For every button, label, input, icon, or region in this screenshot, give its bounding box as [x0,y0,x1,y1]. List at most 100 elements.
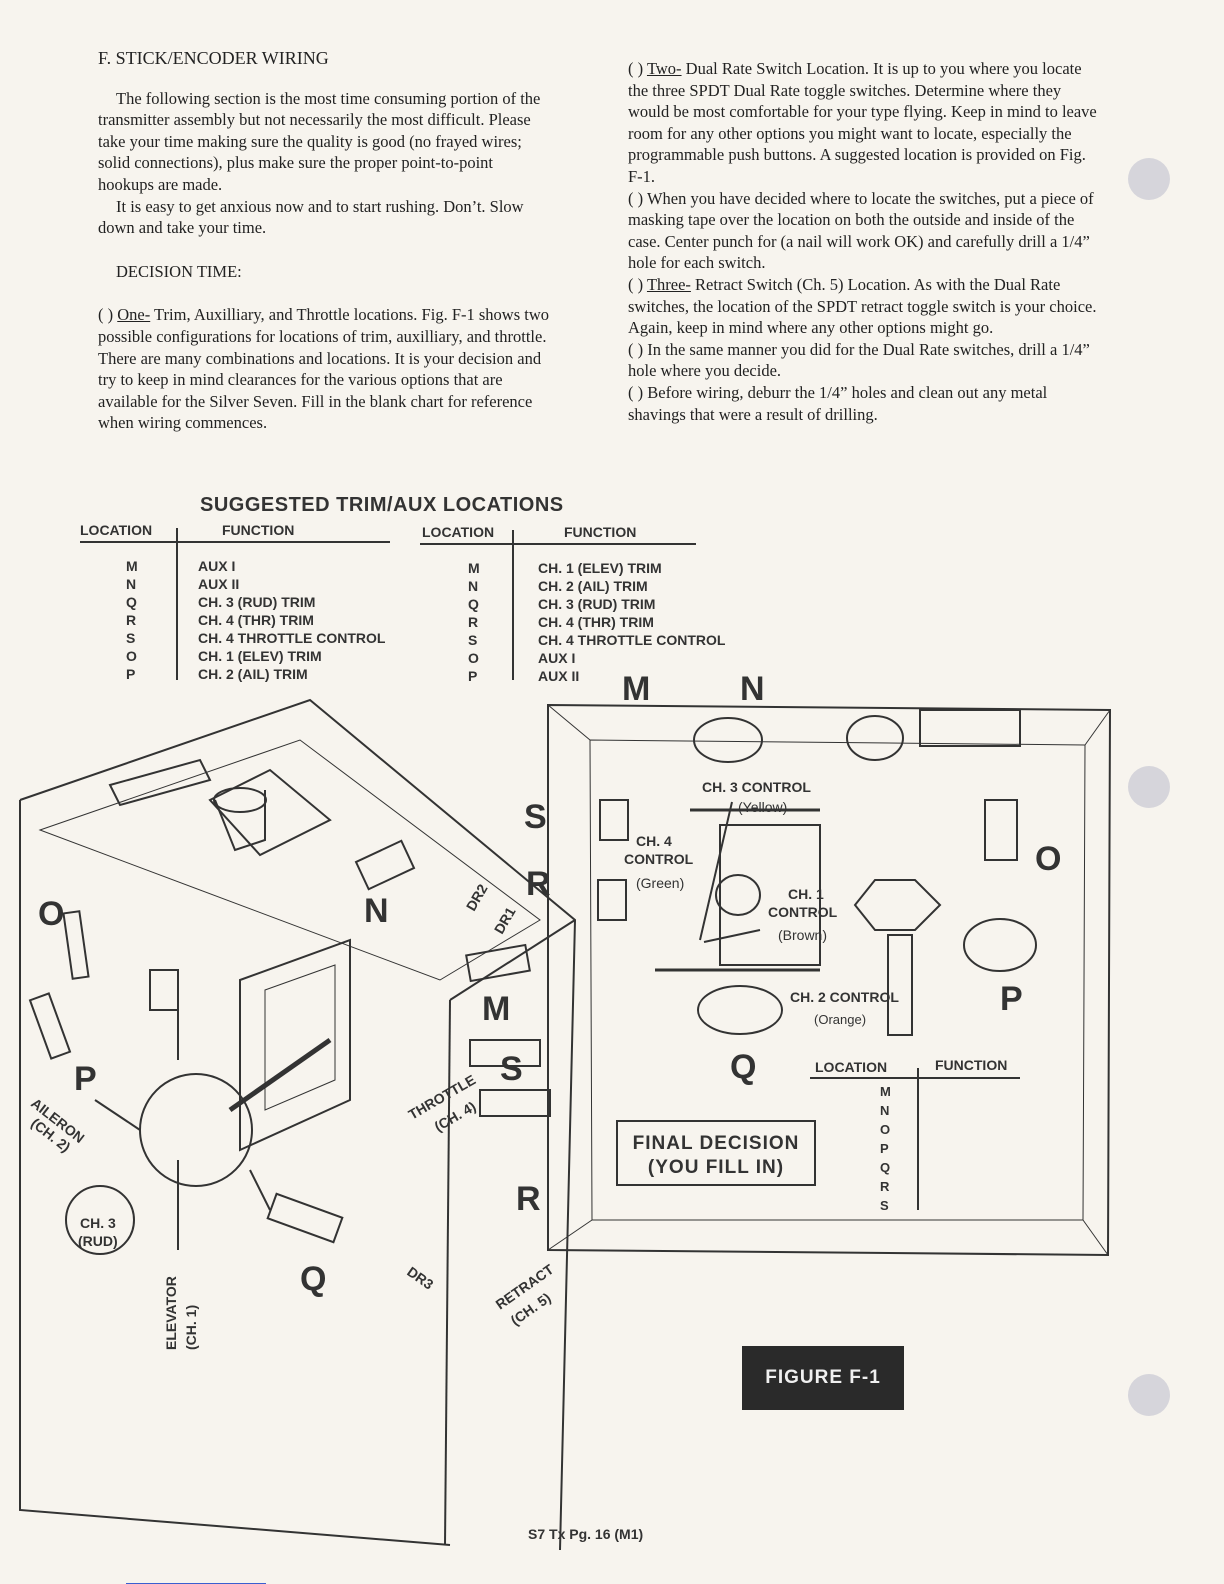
final-table-location-cell: S [880,1198,889,1213]
ch1-control-label: CONTROL [768,904,838,920]
ch3-color-label: (Yellow) [738,799,787,815]
table2-divider [512,530,514,680]
table2-function-cell: CH. 4 (THR) TRIM [538,614,654,630]
location-letter: N [364,892,389,930]
location-letter: P [74,1060,97,1098]
step-one-paragraph: ( ) One- Trim, Auxilliary, and Throttle … [98,304,550,434]
step-two-text: Dual Rate Switch Location. It is up to y… [628,59,1097,186]
rudder-arrow-icon [65,1185,135,1255]
centre-connector-icon [853,879,942,931]
table2-function-cell: CH. 3 (RUD) TRIM [538,596,656,612]
ch1-label: CH. 1 [788,886,824,902]
table1-location-cell: M [126,558,138,574]
table1-rule [80,541,390,543]
punch-hole-icon [1128,766,1170,808]
step-three-text: Retract Switch (Ch. 5) Location. As with… [628,274,1097,338]
table2-rule [420,543,696,545]
step-three-drill-paragraph: ( ) In the same manner you did for the D… [628,339,1090,381]
final-decision-line2: (YOU FILL IN) [647,1157,785,1178]
left-column: F. STICK/ENCODER WIRING The following se… [98,48,550,434]
table2-location-cell: N [468,578,479,594]
final-table-location-cell: O [880,1122,890,1137]
rudder-label: CH. 3 [80,1215,116,1231]
suggested-locations-title: SUGGESTED TRIM/AUX LOCATIONS [200,494,564,516]
table1-function-cell: AUX II [198,576,240,592]
location-letter: P [1000,980,1023,1018]
final-table-location-cell: P [880,1141,889,1156]
dr1-label: DR1 [491,904,519,936]
final-table-location-cell: Q [880,1160,890,1175]
ch3-control-label: CH. 3 CONTROL [702,779,811,795]
checkbox-blank: ( ) [98,305,114,325]
final-table-function-header: FUNCTION [935,1057,1007,1073]
location-letter: Q [300,1260,326,1298]
ch1-color-label: (Brown) [778,927,827,943]
advice-paragraph: It is easy to get anxious now and to sta… [98,196,524,238]
dr2-label: DR2 [463,881,491,913]
table2-location-cell: P [468,668,478,684]
table1-location-cell: O [126,648,137,664]
table1-function-cell: AUX I [198,558,236,574]
final-table-location-header: LOCATION [815,1059,887,1075]
step-one-label: One- [117,305,151,325]
table1-location-cell: Q [126,594,137,610]
location-letter: N [740,670,765,708]
case-outline [19,698,577,1550]
right-column: ( ) Two- Dual Rate Switch Location. It i… [628,58,1098,425]
ch2-control-label: CH. 2 CONTROL [790,989,899,1005]
final-table-location-cell: M [880,1084,891,1099]
step-two-drill-paragraph: ( ) When you have decided where to locat… [628,188,1094,273]
punch-hole-icon [1128,158,1170,200]
checkbox-blank: ( ) [628,59,644,78]
elevator-channel-label: (CH. 1) [183,1305,199,1350]
checkbox-blank: ( ) [628,274,644,294]
location-letter: O [38,895,64,933]
location-letter: Q [730,1048,756,1086]
table2-location-cell: S [468,632,478,648]
location-letter: O [1035,840,1061,878]
ch4-control-label: CONTROL [624,851,694,867]
table1-location-cell: N [126,576,137,592]
step-three-paragraph: ( ) Three- Retract Switch (Ch. 5) Locati… [628,274,1098,339]
table1-location-cell: P [126,666,136,682]
location-letter: R [516,1180,541,1218]
table1-function-cell: CH. 4 THROTTLE CONTROL [198,630,386,646]
step-two-label: Two- [646,59,682,78]
ch4-label: CH. 4 [636,833,672,849]
step-one-text: Trim, Auxilliary, and Throttle locations… [98,305,549,433]
figure-f1-diagram: M N S R O P Q N M S R O P Q CH. 3 CONTRO… [19,670,1112,1550]
step-two-paragraph: ( ) Two- Dual Rate Switch Location. It i… [628,58,1098,188]
stick-gimbal-icon [139,1073,253,1187]
punch-hole-icon [1128,1374,1170,1416]
ch2-color-label: (Orange) [814,1012,866,1027]
table2-function-header: FUNCTION [564,524,637,540]
table1-location-cell: S [126,630,136,646]
table1-function-cell: CH. 1 (ELEV) TRIM [198,648,322,664]
table2-function-cell: AUX II [538,668,580,684]
location-letter: R [526,865,551,903]
step-three-deburr-paragraph: ( ) Before wiring, deburr the 1/4” holes… [628,382,1048,424]
table1-function-cell: CH. 4 (THR) TRIM [198,612,314,628]
table2-function-cell: CH. 1 (ELEV) TRIM [538,560,662,576]
table2-function-cell: CH. 2 (AIL) TRIM [538,578,648,594]
table2-location-cell: M [468,560,480,576]
table1-divider [176,528,178,680]
page-footer: S7 Tx Pg. 16 (M1) [528,1526,644,1542]
location-letter: S [500,1050,523,1088]
elevator-label: ELEVATOR [163,1276,179,1350]
location-letter: S [524,798,547,836]
table1-location-header: LOCATION [80,522,153,538]
table1-function-header: FUNCTION [222,522,295,538]
table2-location-cell: O [468,650,479,666]
figure-label: FIGURE F-1 [742,1346,904,1410]
table2-location-cell: R [468,614,479,630]
final-table-location-cell: N [880,1103,889,1118]
section-heading: F. STICK/ENCODER WIRING [98,48,329,68]
table1-location-cell: R [126,612,137,628]
table2-location-cell: Q [468,596,479,612]
